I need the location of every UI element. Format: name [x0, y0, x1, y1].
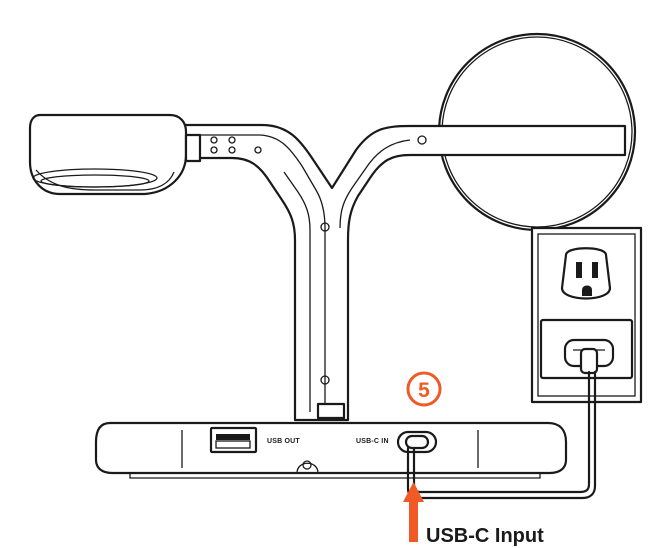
usb-c-in-port	[396, 430, 438, 454]
usb-c-in-label: USB-C IN	[356, 438, 389, 445]
usb-out-port	[209, 426, 258, 454]
charger-base	[94, 421, 568, 479]
step-number: 5	[418, 379, 430, 402]
usb-out-label: USB OUT	[267, 438, 300, 445]
step-badge: 5	[406, 371, 442, 407]
input-arrow-icon	[403, 482, 424, 542]
stand-frame	[173, 123, 627, 422]
usb-c-input-callout: USB-C Input	[426, 525, 544, 547]
wall-outlet	[530, 226, 643, 404]
watch-charger-head	[28, 113, 202, 196]
